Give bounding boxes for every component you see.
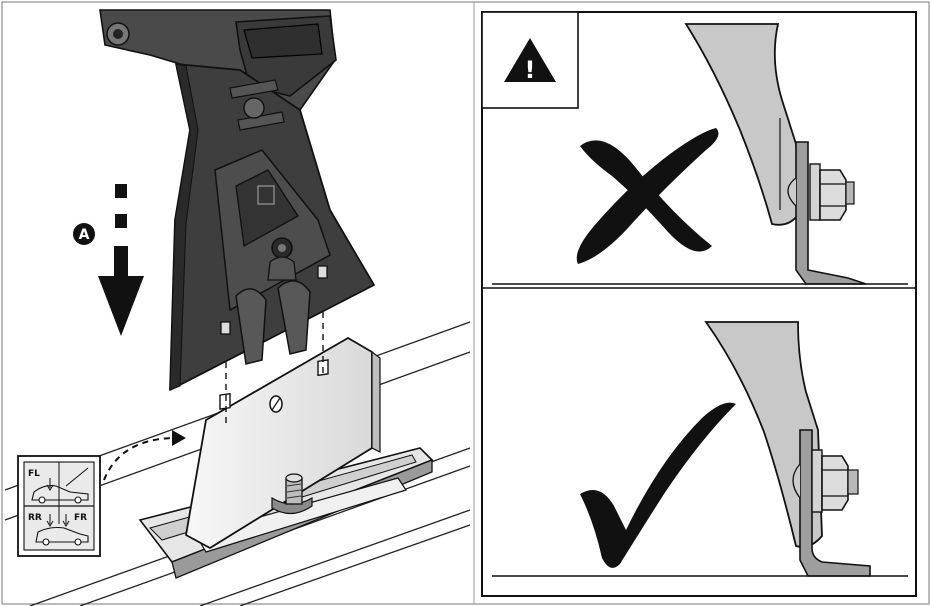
nut-bolt: [792, 449, 859, 513]
position-label-card: FL RR FR: [17, 455, 101, 557]
slot: [219, 392, 231, 410]
right-panel: !: [481, 11, 917, 597]
downward-arrow: [98, 184, 144, 336]
check-mark-icon: [580, 402, 736, 568]
step-marker-a: A: [73, 223, 95, 245]
label-rear-right: RR: [28, 513, 42, 523]
curved-dashed-arrow: [103, 430, 186, 481]
warning-icon: [504, 38, 556, 82]
mounting-bracket: [185, 337, 381, 549]
warning-symbol: !: [525, 56, 536, 84]
roof-rack-foot: [99, 9, 375, 391]
label-front-right: FR: [74, 513, 87, 523]
correct-installation: [492, 321, 908, 577]
nut-bolt: [787, 163, 855, 221]
car-icon: [31, 485, 89, 546]
label-front-left: FL: [28, 469, 40, 479]
cross-mark-icon: [576, 128, 719, 264]
incorrect-installation: [492, 23, 908, 285]
marker-label: A: [79, 227, 90, 243]
warning-box: !: [481, 11, 579, 109]
threaded-stud: [271, 473, 313, 515]
